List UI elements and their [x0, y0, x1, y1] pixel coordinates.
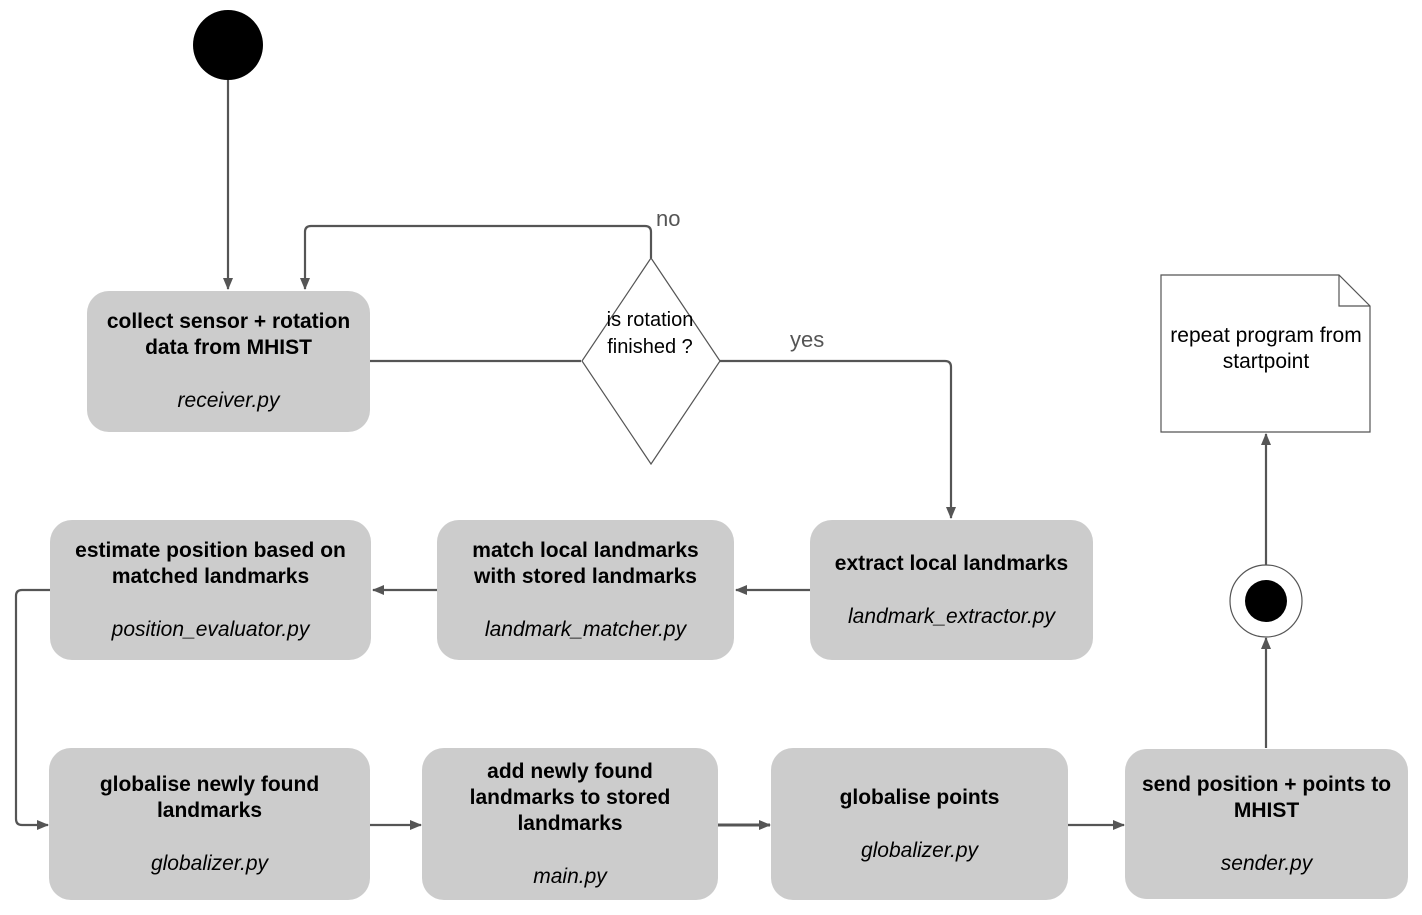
- activity-file: receiver.py: [177, 389, 280, 412]
- activity-file: landmark_matcher.py: [484, 617, 687, 641]
- activity-file: main.py: [533, 864, 607, 888]
- note-fold: [1338, 275, 1370, 307]
- activity-globalise-points: globalise points globalizer.py: [771, 748, 1068, 900]
- activity-extract: extract local landmarks landmark_extract…: [810, 520, 1093, 660]
- flow-estimate-to-globalise: [14, 588, 50, 830]
- activity-file: landmark_extractor.py: [848, 604, 1055, 628]
- decision-text: is rotation finished ?: [606, 309, 694, 358]
- decision-node: [581, 256, 721, 466]
- flow-decision-no: [300, 224, 653, 290]
- activity-match: match local landmarks with stored landma…: [437, 520, 734, 660]
- note-text: repeat program from startpoint: [1170, 324, 1362, 373]
- activity-title: estimate position based on matched landm…: [75, 538, 346, 588]
- yes-label: yes: [790, 327, 825, 352]
- activity-send: send position + points to MHIST sender.p…: [1125, 749, 1408, 899]
- activity-title: match local landmarks with stored landma…: [472, 538, 699, 588]
- final-node: [1245, 580, 1287, 622]
- activity-title: collect sensor + rotation data from MHIS…: [106, 310, 351, 359]
- activity-file: globalizer.py: [860, 838, 979, 862]
- activity-title: globalise points: [839, 785, 1000, 809]
- activity-title: extract local landmarks: [834, 551, 1069, 575]
- activity-file: globalizer.py: [150, 851, 269, 875]
- flow-decision-yes: [720, 359, 956, 519]
- activity-title: add newly found landmarks to stored land…: [469, 759, 671, 835]
- initial-node: [193, 10, 263, 80]
- note-shape: [1160, 274, 1371, 433]
- activity-globalise-landmarks: globalise newly found landmarks globaliz…: [49, 748, 370, 900]
- activity-add: add newly found landmarks to stored land…: [422, 748, 718, 900]
- activity-collect: collect sensor + rotation data from MHIS…: [87, 291, 370, 432]
- activity-title: send position + points to MHIST: [1141, 772, 1392, 822]
- activity-file: sender.py: [1220, 851, 1313, 875]
- no-label: no: [656, 206, 681, 231]
- activity-title: globalise newly found landmarks: [99, 772, 320, 822]
- activity-estimate: estimate position based on matched landm…: [50, 520, 371, 660]
- activity-file: position_evaluator.py: [111, 617, 310, 641]
